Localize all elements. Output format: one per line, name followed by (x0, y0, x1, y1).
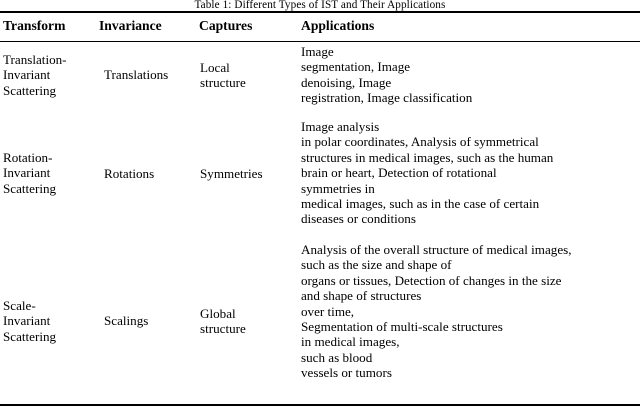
table-row: Translation- Invariant Scattering (3, 52, 67, 98)
table-row: Image segmentation, Image denoising, Ima… (301, 44, 473, 106)
table-row: Local structure (200, 60, 246, 91)
table-row: Translations (104, 67, 169, 82)
table-bottom-rule (0, 404, 640, 406)
table-row: Rotations (104, 166, 155, 181)
table-caption: Table 1: Different Types of IST and Thei… (194, 0, 446, 11)
table-header-rule (0, 41, 640, 42)
table-header-row: Transform Invariance Captures Applicatio… (0, 17, 640, 39)
table-row: Scale- Invariant Scattering (3, 298, 57, 344)
table-row: Image analysis in polar coordinates, Ana… (301, 119, 554, 227)
table-row: Scalings (104, 313, 149, 328)
table-row: Global structure (200, 306, 246, 337)
column-header-captures: Captures (199, 18, 253, 33)
column-header-invariance: Invariance (99, 18, 162, 33)
table-row: Analysis of the overall structure of med… (301, 242, 572, 381)
table-row: Rotation- Invariant Scattering (3, 150, 57, 196)
table-row: Symmetries (200, 166, 263, 181)
table-top-rule (0, 11, 640, 13)
column-header-applications: Applications (301, 18, 375, 33)
column-header-transform: Transform (3, 18, 66, 33)
